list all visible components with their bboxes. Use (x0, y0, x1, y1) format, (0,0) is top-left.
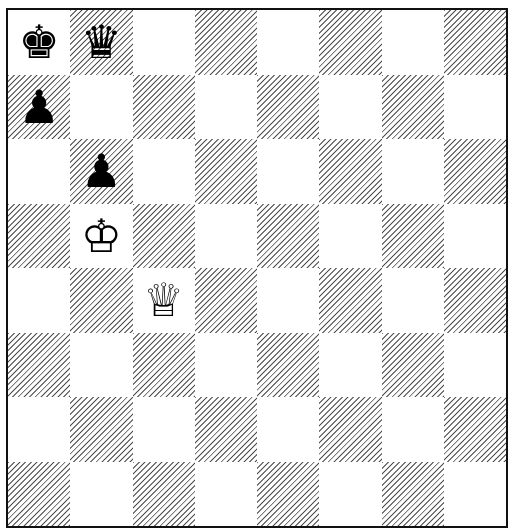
square-c2[interactable] (133, 397, 195, 462)
square-h2[interactable] (444, 397, 506, 462)
square-a3[interactable] (8, 333, 70, 398)
square-d3[interactable] (195, 333, 257, 398)
square-g4[interactable] (382, 268, 444, 333)
square-c7[interactable] (133, 75, 195, 140)
square-h4[interactable] (444, 268, 506, 333)
square-g3[interactable] (382, 333, 444, 398)
square-d1[interactable] (195, 462, 257, 527)
square-g2[interactable] (382, 397, 444, 462)
square-b7[interactable] (70, 75, 132, 140)
square-h1[interactable] (444, 462, 506, 527)
square-e1[interactable] (257, 462, 319, 527)
square-b3[interactable] (70, 333, 132, 398)
square-e5[interactable] (257, 204, 319, 269)
square-c3[interactable] (133, 333, 195, 398)
square-f5[interactable] (319, 204, 381, 269)
square-e6[interactable] (257, 139, 319, 204)
square-c6[interactable] (133, 139, 195, 204)
white-queen-piece[interactable]: ♕ (133, 268, 195, 333)
square-e7[interactable] (257, 75, 319, 140)
square-h6[interactable] (444, 139, 506, 204)
square-d6[interactable] (195, 139, 257, 204)
square-e2[interactable] (257, 397, 319, 462)
square-b1[interactable] (70, 462, 132, 527)
square-c5[interactable] (133, 204, 195, 269)
square-f6[interactable] (319, 139, 381, 204)
square-g5[interactable] (382, 204, 444, 269)
square-a4[interactable] (8, 268, 70, 333)
square-h8[interactable] (444, 10, 506, 75)
square-b4[interactable] (70, 268, 132, 333)
chess-board: ♚♛♟♟♔♕ (6, 8, 508, 528)
square-d5[interactable] (195, 204, 257, 269)
square-g8[interactable] (382, 10, 444, 75)
square-e8[interactable] (257, 10, 319, 75)
black-queen-piece[interactable]: ♛ (70, 10, 132, 75)
square-a6[interactable] (8, 139, 70, 204)
square-e3[interactable] (257, 333, 319, 398)
square-f2[interactable] (319, 397, 381, 462)
square-d4[interactable] (195, 268, 257, 333)
square-c1[interactable] (133, 462, 195, 527)
square-e4[interactable] (257, 268, 319, 333)
white-king-piece[interactable]: ♔ (70, 204, 132, 269)
black-pawn-b6-piece[interactable]: ♟ (70, 139, 132, 204)
square-c8[interactable] (133, 10, 195, 75)
square-f8[interactable] (319, 10, 381, 75)
square-d8[interactable] (195, 10, 257, 75)
square-a5[interactable] (8, 204, 70, 269)
square-h5[interactable] (444, 204, 506, 269)
square-d7[interactable] (195, 75, 257, 140)
square-h7[interactable] (444, 75, 506, 140)
square-h3[interactable] (444, 333, 506, 398)
square-d2[interactable] (195, 397, 257, 462)
square-f7[interactable] (319, 75, 381, 140)
square-a1[interactable] (8, 462, 70, 527)
square-g7[interactable] (382, 75, 444, 140)
square-a2[interactable] (8, 397, 70, 462)
square-g1[interactable] (382, 462, 444, 527)
square-g6[interactable] (382, 139, 444, 204)
square-f3[interactable] (319, 333, 381, 398)
square-f1[interactable] (319, 462, 381, 527)
black-king-piece[interactable]: ♚ (8, 10, 70, 75)
square-b2[interactable] (70, 397, 132, 462)
square-f4[interactable] (319, 268, 381, 333)
black-pawn-a7-piece[interactable]: ♟ (8, 75, 70, 140)
